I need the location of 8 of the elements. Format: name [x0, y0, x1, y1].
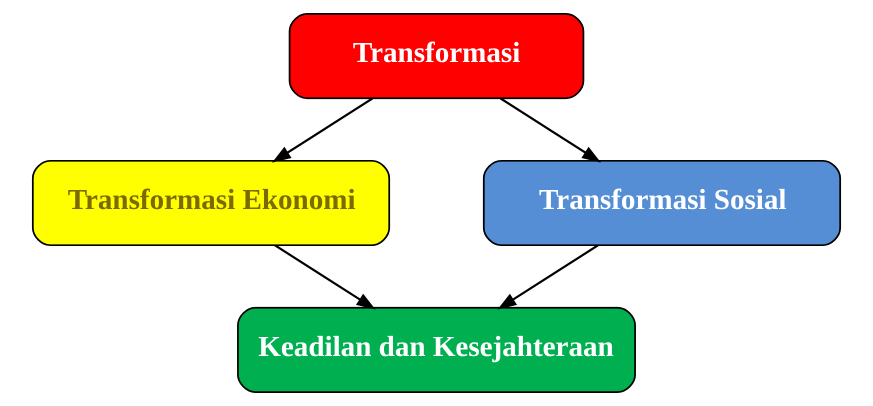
node-box: Transformasi Sosial — [482, 160, 842, 246]
node-box: Transformasi — [288, 13, 584, 100]
node-box: Transformasi Ekonomi — [32, 160, 390, 246]
arrow — [498, 244, 599, 310]
arrow — [272, 97, 374, 163]
arrow — [274, 244, 376, 310]
arrow — [500, 97, 601, 163]
node-box: Keadilan dan Kesejahteraan — [237, 306, 636, 393]
